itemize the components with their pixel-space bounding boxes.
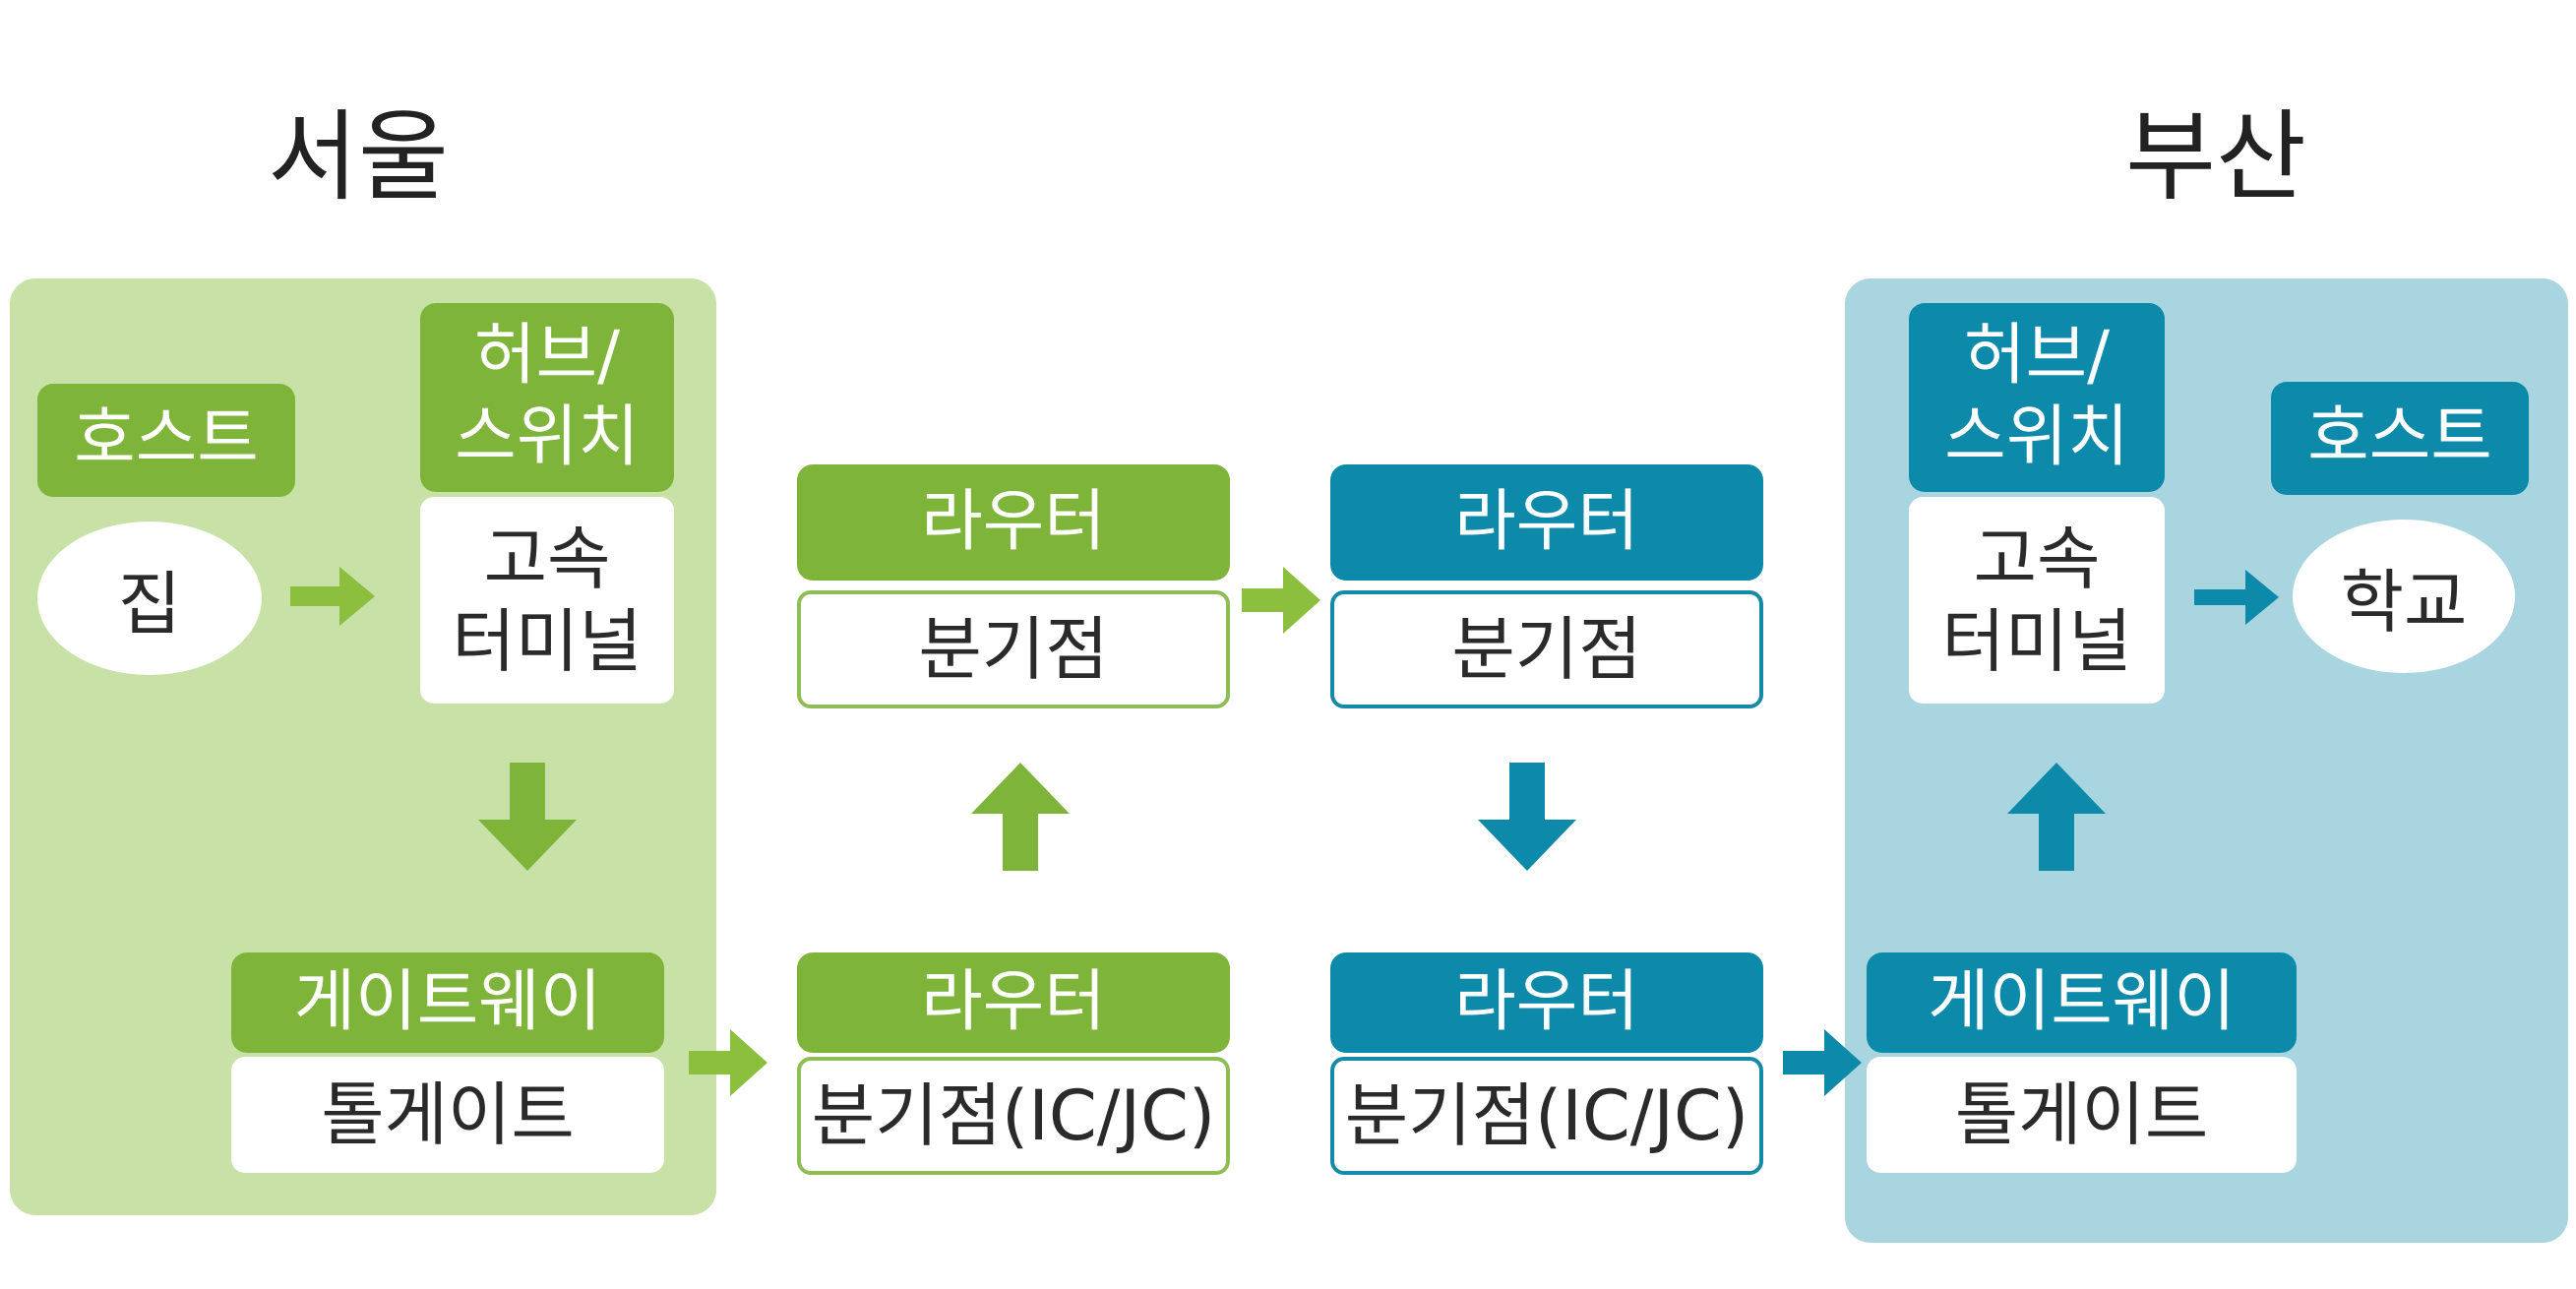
router-bottom-right-junction: 분기점(IC/JC) xyxy=(1330,1057,1763,1175)
arrow-up-icon xyxy=(2007,763,2106,871)
arrow-down-icon xyxy=(1478,763,1576,871)
arrow-right-icon xyxy=(2194,570,2279,625)
busan-host-label: 호스트 xyxy=(2271,382,2529,495)
arrow-right-icon xyxy=(1242,567,1320,634)
busan-hub-label: 허브/ 스위치 xyxy=(1909,303,2165,492)
router-bottom-right-label: 라우터 xyxy=(1330,952,1763,1053)
busan-host-school: 학교 xyxy=(2293,520,2515,673)
busan-hub-terminal: 고속 터미널 xyxy=(1909,497,2165,704)
router-top-right-label: 라우터 xyxy=(1330,464,1763,581)
seoul-hub-terminal: 고속 터미널 xyxy=(420,497,674,704)
arrow-right-icon xyxy=(689,1029,767,1096)
arrow-up-icon xyxy=(971,763,1070,871)
router-top-left-label: 라우터 xyxy=(797,464,1230,581)
busan-gateway-tollgate: 톨게이트 xyxy=(1867,1057,2297,1173)
router-top-left-junction: 분기점 xyxy=(797,590,1230,708)
seoul-host-home: 집 xyxy=(37,522,262,675)
busan-title: 부산 xyxy=(2125,99,2306,215)
arrow-down-icon xyxy=(478,763,577,871)
seoul-host-label: 호스트 xyxy=(37,384,295,497)
arrow-right-icon xyxy=(290,567,375,626)
router-top-right-junction: 분기점 xyxy=(1330,590,1763,708)
seoul-gateway-label: 게이트웨이 xyxy=(231,952,664,1053)
router-bottom-left-label: 라우터 xyxy=(797,952,1230,1053)
seoul-hub-label: 허브/ 스위치 xyxy=(420,303,674,492)
seoul-title: 서울 xyxy=(268,99,449,215)
seoul-gateway-tollgate: 톨게이트 xyxy=(231,1057,664,1173)
arrow-right-icon xyxy=(1783,1029,1862,1096)
router-bottom-left-junction: 분기점(IC/JC) xyxy=(797,1057,1230,1175)
busan-gateway-label: 게이트웨이 xyxy=(1867,952,2297,1053)
